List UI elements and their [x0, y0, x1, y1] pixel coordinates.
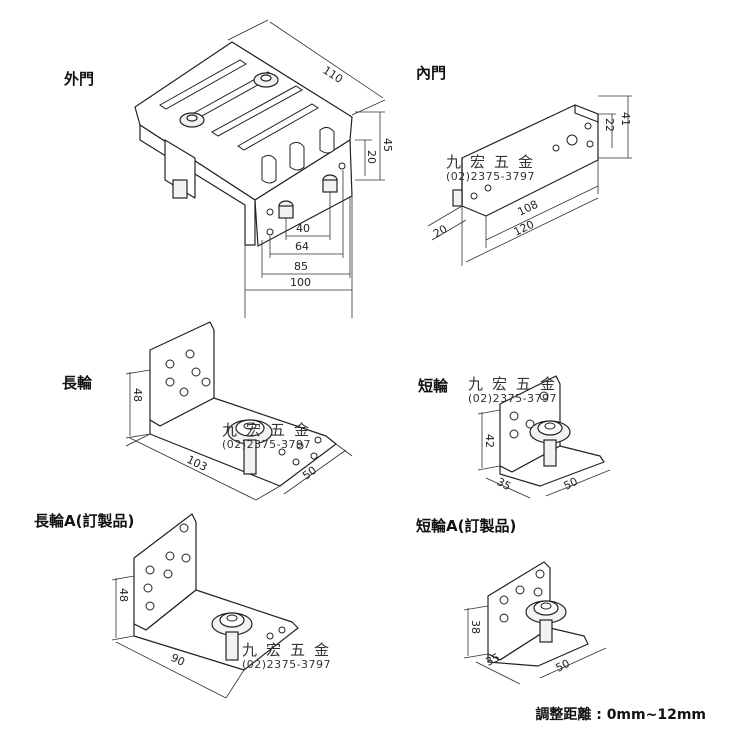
- dim-64: 64: [295, 240, 309, 253]
- dim-20-inner: 20: [431, 222, 450, 240]
- dim-40: 40: [296, 222, 310, 235]
- label-short-wheel-a: 短輪A(訂製品): [416, 517, 517, 535]
- short-wheel-a-bracket: [487, 561, 589, 667]
- dim-35-short-a: 35: [484, 651, 502, 669]
- label-short-wheel: 短輪: [418, 377, 449, 395]
- dim-100: 100: [290, 276, 311, 289]
- dim-35-short: 35: [495, 475, 513, 493]
- dim-22: 22: [603, 118, 616, 132]
- watermark: 九宏五金 (02)2375-3797: [222, 422, 318, 451]
- short-wheel-a-dimensions: 38 35 50: [463, 605, 607, 685]
- watermark-phone: (02)2375-3797: [242, 657, 332, 671]
- watermark-phone: (02)2375-3797: [222, 437, 312, 451]
- watermark-phone: (02)2375-3797: [446, 169, 536, 183]
- outer-door-dimensions: 110 45 20 40 64 85 100: [227, 19, 394, 318]
- dim-90: 90: [169, 651, 187, 669]
- label-outer-door: 外門: [64, 70, 95, 88]
- dim-38: 38: [469, 620, 482, 634]
- long-wheel-bracket: [149, 321, 337, 487]
- long-wheel-a-dimensions: 48 90: [111, 575, 245, 699]
- label-long-wheel: 長輪: [62, 374, 93, 392]
- label-inner-door: 內門: [416, 64, 447, 82]
- dim-48-long-a: 48: [117, 588, 130, 602]
- watermark-name: 九宏五金: [222, 421, 319, 439]
- dim-48-long: 48: [131, 388, 144, 402]
- dim-42: 42: [483, 434, 496, 448]
- long-wheel-a-bracket: [133, 513, 299, 671]
- watermark: 九宏五金 (02)2375-3797: [242, 642, 338, 671]
- watermark-name: 九宏五金: [446, 153, 543, 171]
- watermark-name: 九宏五金: [242, 641, 339, 659]
- watermark-name: 九宏五金: [468, 375, 565, 393]
- dim-20: 20: [365, 150, 378, 164]
- short-wheel-bracket: [499, 375, 605, 487]
- dim-50-short-a: 50: [554, 657, 572, 675]
- outer-door-bracket: [134, 41, 353, 247]
- dim-41: 41: [619, 112, 632, 126]
- dim-85: 85: [294, 260, 308, 273]
- adjustment-range-note: 調整距離 : 0mm~12mm: [535, 707, 706, 723]
- dim-110: 110: [320, 64, 345, 86]
- short-wheel-dimensions: 42 35 50: [477, 409, 611, 499]
- dim-120: 120: [512, 218, 537, 239]
- watermark-phone: (02)2375-3797: [468, 391, 558, 405]
- watermark: 九宏五金 (02)2375-3797: [446, 154, 542, 183]
- watermark: 九宏五金 (02)2375-3797: [468, 376, 564, 405]
- label-long-wheel-a: 長輪A(訂製品): [34, 512, 135, 530]
- dim-50-short: 50: [562, 475, 580, 493]
- dim-45: 45: [381, 138, 394, 152]
